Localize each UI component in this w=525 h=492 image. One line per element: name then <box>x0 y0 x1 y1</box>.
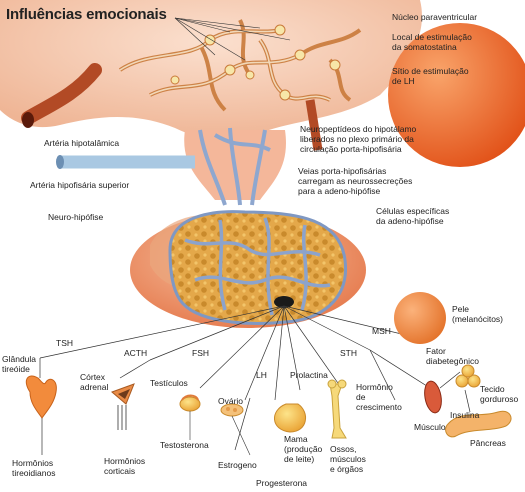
label-adipose-tissue: Tecido gorduroso <box>480 384 518 404</box>
label-bones: Ossos, músculos e órgãos <box>330 444 366 474</box>
bone <box>328 380 346 438</box>
label-acth: ACTH <box>124 348 147 358</box>
label-hypothalamic-artery: Artéria hipotalâmica <box>44 138 119 148</box>
label-ovary: Ovário <box>218 396 243 406</box>
label-pancreas: Pâncreas <box>470 438 506 448</box>
diagram-title: Influências emocionais <box>6 6 167 23</box>
label-msh: MSH <box>372 326 391 336</box>
label-neuropeptides: Neuropeptídeos do hipotálamo liberados n… <box>300 124 416 154</box>
adipose-tissue <box>456 365 480 387</box>
label-adrenal-cortex: Córtex adrenal <box>80 372 108 392</box>
label-insulin: Insulina <box>450 410 479 420</box>
label-muscle: Músculo <box>414 422 446 432</box>
label-lh: LH <box>256 370 267 380</box>
label-testosterone: Testosterona <box>160 440 209 450</box>
testes <box>180 396 200 441</box>
label-specific-cells: Células específicas da adeno-hipófise <box>376 206 449 226</box>
label-neurohypophysis: Neuro-hipófise <box>48 212 103 222</box>
label-diabetogenic-factor: Fator diabetegônico <box>426 346 479 366</box>
label-lh-site: Sítio de estimulação de LH <box>392 66 469 86</box>
label-estrogen: Estrogeno <box>218 460 257 470</box>
pituitary-gland <box>130 212 366 328</box>
thyroid-gland <box>26 376 56 455</box>
label-growth-hormone: Hormônio de crescimento <box>356 382 402 412</box>
label-fsh: FSH <box>192 348 209 358</box>
label-somatostatin-site: Local de estimulação da somatostatina <box>392 32 472 52</box>
label-cortical-hormones: Hormônios corticais <box>104 456 145 476</box>
label-thyroid-hormones: Hormônios tireoidianos <box>12 458 55 478</box>
label-superior-hypophyseal-artery: Artéria hipofisária superior <box>30 180 129 190</box>
skin-sphere <box>394 292 446 344</box>
label-progesterone: Progesterona <box>256 478 307 488</box>
label-sth: STH <box>340 348 357 358</box>
adrenal-cortex <box>112 384 134 430</box>
label-prolactin: Prolactina <box>290 370 328 380</box>
label-portal-veins: Veias porta-hipofisárias carregam as neu… <box>298 166 412 196</box>
breast <box>274 404 305 432</box>
label-breast: Mama (produção de leite) <box>284 434 322 464</box>
label-skin: Pele (melanócitos) <box>452 304 503 324</box>
label-tsh: TSH <box>56 338 73 348</box>
label-thyroid-gland: Glândula tireóide <box>2 354 36 374</box>
label-paraventricular-nucleus: Núcleo paraventricular <box>392 12 477 22</box>
label-testes: Testículos <box>150 378 188 388</box>
